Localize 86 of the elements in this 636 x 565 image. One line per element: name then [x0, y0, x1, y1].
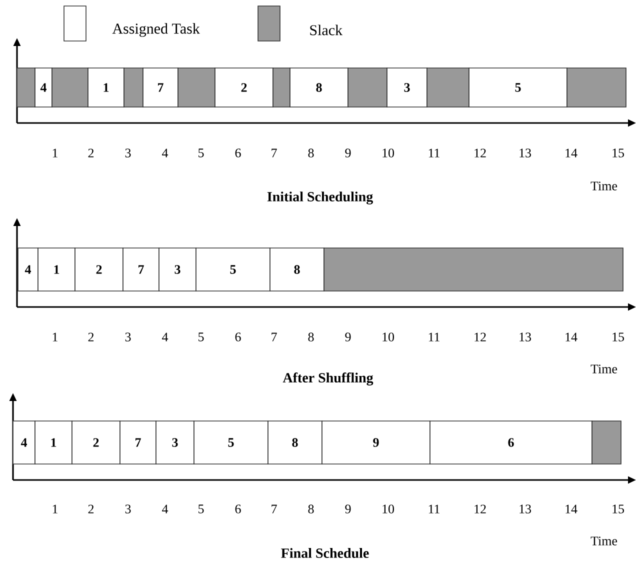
panel-title: After Shuffling	[282, 372, 374, 386]
tick-label: 8	[308, 148, 314, 158]
tick-label: 15	[612, 332, 624, 342]
task-box: 4	[34, 68, 52, 108]
tick-label: 2	[88, 332, 94, 342]
slack-box	[272, 68, 290, 108]
tick-label: 4	[162, 332, 168, 342]
slack-box	[16, 68, 36, 108]
panel-title: Final Schedule	[281, 548, 369, 558]
tick-label: 15	[612, 148, 624, 158]
task-box: 5	[194, 420, 268, 464]
panel-title: Initial Scheduling	[267, 192, 373, 204]
slack-box	[178, 68, 216, 108]
tick-label: 5	[198, 148, 204, 158]
tick-label: 5	[198, 504, 204, 514]
tick-label: 13	[520, 332, 531, 342]
tick-label: 14	[566, 504, 578, 514]
task-box: 5	[468, 68, 568, 108]
tick-label: 9	[345, 148, 351, 158]
tick-label: 1	[52, 148, 58, 158]
task-box: 8	[268, 420, 322, 464]
tick-label: 8	[308, 332, 314, 342]
tick-label: 10	[382, 504, 394, 514]
tick-label: 8	[308, 504, 314, 514]
axis-label: Time	[590, 182, 618, 190]
tick-label: 11	[428, 504, 440, 514]
tick-label: 1	[52, 332, 58, 342]
tick-label: 14	[566, 332, 578, 342]
legend-label: Assigned Task	[112, 23, 200, 37]
tick-label: 13	[520, 148, 531, 158]
task-box: 8	[270, 248, 324, 292]
task-box: 1	[88, 68, 124, 108]
tick-label: 5	[198, 332, 204, 342]
slack-box	[324, 248, 624, 292]
tick-label: 7	[272, 332, 277, 342]
slack-box	[124, 68, 144, 108]
tick-label: 7	[272, 148, 277, 158]
tick-label: 12	[474, 148, 486, 158]
task-box: 2	[74, 248, 124, 292]
task-box: 3	[156, 420, 194, 464]
tick-label: 9	[345, 504, 351, 514]
tick-label: 3	[125, 148, 131, 158]
legend-label: Slack	[310, 24, 343, 36]
tick-label: 10	[382, 332, 394, 342]
slack-box	[52, 68, 88, 108]
tick-label: 11	[428, 332, 440, 342]
task-box: 7	[120, 420, 156, 464]
slack-box	[426, 68, 470, 108]
task-box: 7	[142, 68, 178, 108]
task-box: 1	[34, 420, 72, 464]
tick-label: 15	[612, 504, 624, 514]
axis-label: Time	[590, 364, 618, 374]
task-box: 9	[322, 420, 430, 464]
slack-box	[348, 68, 388, 108]
task-box: 3	[386, 68, 428, 108]
tick-label: 11	[428, 148, 440, 158]
slack-box	[566, 68, 626, 108]
task-box: 5	[196, 248, 270, 292]
task-box: 1	[38, 248, 76, 292]
task-box: 6	[430, 420, 592, 464]
axis-label: Time	[590, 536, 618, 546]
task-box: 8	[290, 68, 348, 108]
tick-label: 3	[125, 504, 131, 514]
tick-label: 7	[272, 504, 277, 514]
tick-label: 3	[125, 332, 131, 342]
task-box: 2	[214, 68, 274, 108]
task-box: 4	[12, 420, 36, 464]
slack-box	[592, 420, 622, 464]
tick-label: 10	[382, 148, 394, 158]
tick-label: 12	[474, 332, 486, 342]
tick-label: 6	[235, 332, 241, 342]
task-box: 7	[122, 248, 160, 292]
tick-label: 2	[88, 148, 94, 158]
tick-label: 1	[52, 504, 58, 514]
tick-label: 12	[474, 504, 486, 514]
tick-label: 6	[235, 148, 241, 158]
tick-label: 14	[566, 148, 578, 158]
tick-label: 9	[345, 332, 351, 342]
task-box: 2	[72, 420, 120, 464]
tick-label: 4	[162, 504, 168, 514]
tick-label: 4	[162, 148, 168, 158]
tick-label: 6	[235, 504, 241, 514]
task-box: 4	[18, 248, 38, 292]
tick-label: 2	[88, 504, 94, 514]
tick-label: 13	[520, 504, 531, 514]
task-box: 3	[158, 248, 196, 292]
